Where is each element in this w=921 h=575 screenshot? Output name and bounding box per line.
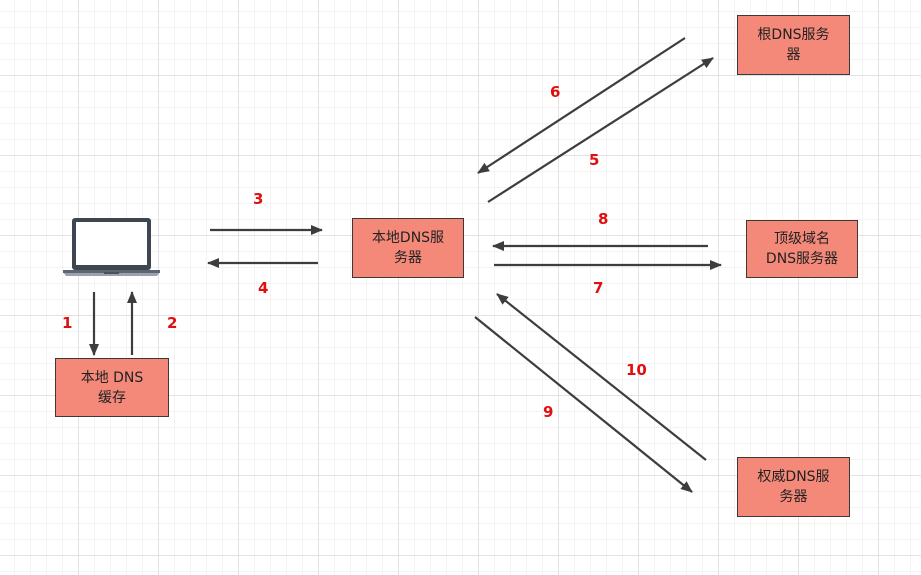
authoritative-dns-server: 权威DNS服 务器 bbox=[737, 457, 850, 517]
root-dns-server: 根DNS服务 器 bbox=[737, 15, 850, 75]
local-dns-server: 本地DNS服 务器 bbox=[352, 218, 464, 278]
arrow-5-to-root-dns bbox=[487, 57, 714, 203]
arrow-10-from-auth-dns bbox=[496, 293, 707, 461]
step-label-6: 6 bbox=[550, 83, 561, 101]
arrow-6-from-root-dns bbox=[477, 37, 686, 174]
step-label-5: 5 bbox=[589, 151, 600, 169]
step-label-10: 10 bbox=[626, 361, 647, 379]
step-label-2: 2 bbox=[167, 314, 178, 332]
laptop-icon bbox=[63, 218, 160, 276]
step-label-1: 1 bbox=[62, 314, 73, 332]
arrow-9-to-auth-dns bbox=[474, 316, 693, 493]
step-label-3: 3 bbox=[253, 190, 264, 208]
step-label-7: 7 bbox=[593, 279, 604, 297]
step-label-4: 4 bbox=[258, 279, 269, 297]
tld-dns-server: 顶级域名 DNS服务器 bbox=[746, 220, 858, 278]
step-label-9: 9 bbox=[543, 403, 554, 421]
local-dns-cache: 本地 DNS 缓存 bbox=[55, 358, 169, 417]
step-label-8: 8 bbox=[598, 210, 609, 228]
